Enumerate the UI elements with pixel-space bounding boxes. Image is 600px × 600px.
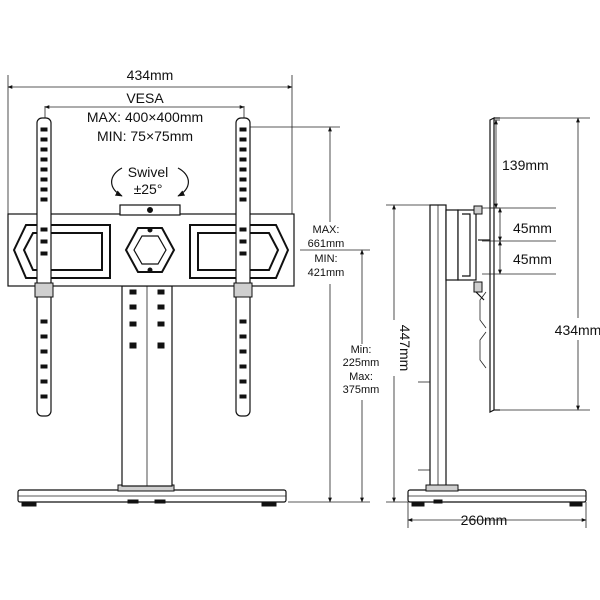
adj-min-label: Min: [351, 344, 372, 356]
swivel-angle: ±25° [134, 181, 163, 197]
base-depth-dimension: 260mm [407, 502, 587, 528]
right-arm [233, 117, 253, 417]
gap-2-label: 45mm [513, 251, 552, 267]
tv-panel [489, 117, 495, 413]
panel-height-label: 434mm [555, 322, 600, 338]
offset-top-label: 139mm [502, 157, 549, 173]
side-view: 139mm 45mm 45mm 434mm 447mm [384, 117, 600, 528]
adj-min-value: 225mm [343, 357, 380, 369]
gap-1-label: 45mm [513, 220, 552, 236]
left-arm [34, 117, 54, 417]
base-depth-label: 260mm [461, 512, 508, 528]
side-bracket [445, 205, 490, 301]
adjustable-height-dimension: Min: 225mm Max: 375mm [300, 249, 382, 503]
swivel-label: Swivel [128, 164, 168, 180]
height-min-label: MIN: [314, 253, 337, 265]
panel-height-dimension: 434mm [494, 117, 600, 411]
total-height-dimension: MAX: 661mm MIN: 421mm [250, 126, 348, 503]
stand-column [121, 285, 173, 487]
height-max-value: 661mm [308, 238, 345, 250]
height-max-label: MAX: [313, 224, 340, 236]
offset-top-dimension: 139mm [490, 119, 549, 209]
width-label: 434mm [127, 67, 174, 83]
swivel-indicator: Swivel ±25° [111, 164, 189, 197]
vesa-dimension: VESA MAX: 400×400mm MIN: 75×75mm [44, 90, 245, 144]
base-plate [17, 484, 287, 507]
vesa-title: VESA [126, 90, 164, 106]
adj-max-label: Max: [349, 371, 373, 383]
width-dimension: 434mm [7, 67, 293, 215]
side-column [418, 204, 447, 489]
side-base [407, 484, 587, 507]
stand-height-dimension: 447mm [384, 204, 430, 503]
adj-max-value: 375mm [343, 384, 380, 396]
hole-gap-dimensions: 45mm 45mm [482, 207, 556, 275]
stand-height-label: 447mm [397, 325, 413, 372]
vesa-min: MIN: 75×75mm [97, 128, 193, 144]
vesa-max: MAX: 400×400mm [87, 109, 203, 125]
height-min-value: 421mm [308, 267, 345, 279]
front-view: 434mm VESA MAX: 400×400mm MIN: 75×75mm S… [7, 67, 382, 507]
